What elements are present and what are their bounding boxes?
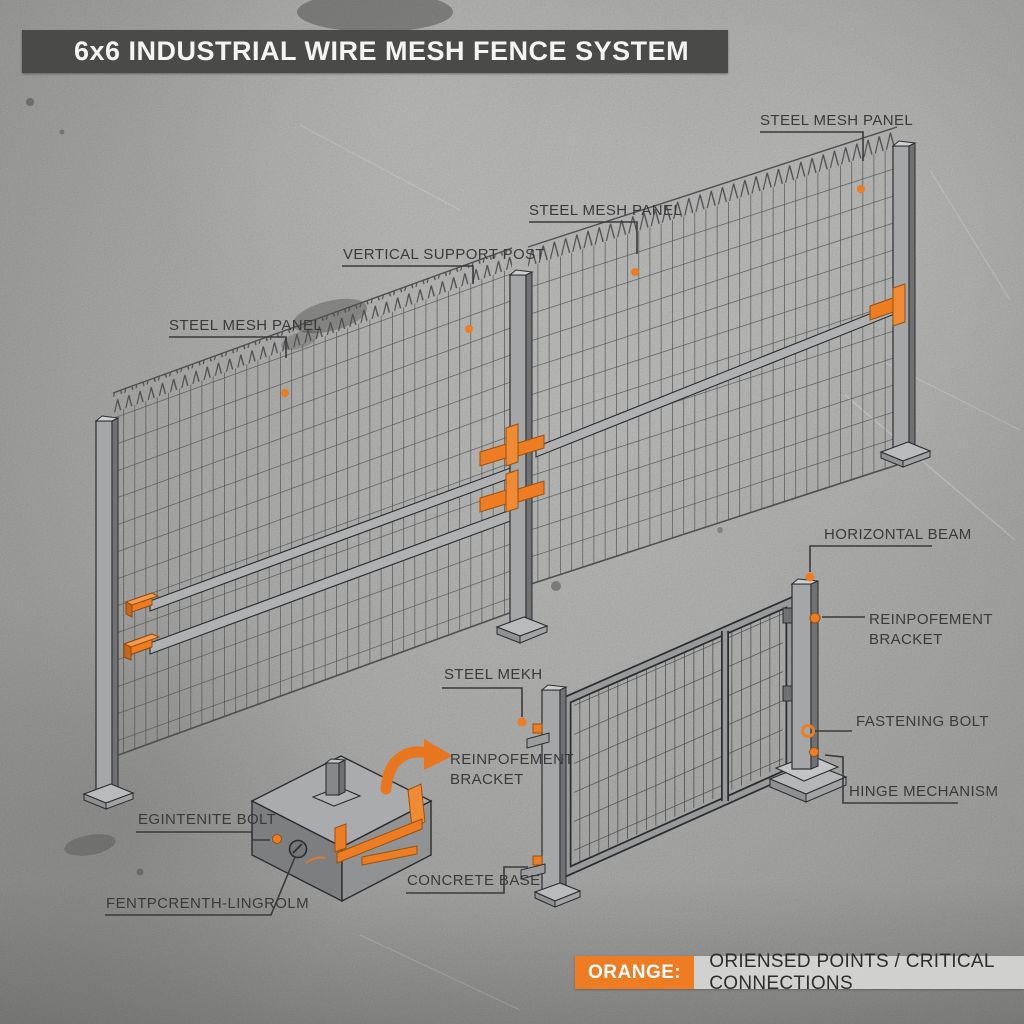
- bracket-middle-upper: [479, 423, 545, 467]
- legend-value: ORIENSED POINTS / CRITICAL CONNECTIONS: [694, 951, 1024, 994]
- label-steel-mesh-panel-mid: STEEL MESH PANEL: [529, 202, 683, 219]
- label-horizontal-beam: HORIZONTAL BEAM: [824, 526, 972, 543]
- page-title: 6x6 INDUSTRIAL WIRE MESH FENCE SYSTEM: [74, 36, 690, 66]
- legend: ORANGE: ORIENSED POINTS / CRITICAL CONNE…: [575, 951, 1024, 994]
- label-anchor-bolt: EGINTENITE BOLT: [138, 811, 277, 828]
- label-steel-mesh-panel-right: STEEL MESH PANEL: [760, 112, 914, 129]
- label-fastening-bolt: FASTENING BOLT: [856, 713, 989, 730]
- legend-key: ORANGE:: [575, 956, 695, 989]
- gate-illustration: [520, 578, 848, 908]
- mesh-panel-right: [527, 126, 898, 586]
- mesh-panel-left: [112, 247, 513, 758]
- bracket-right-post: [869, 283, 906, 327]
- fence-illustration: [82, 126, 932, 810]
- label-foundation-anchor: FENTPCRENTH-LINGROLM: [106, 895, 310, 912]
- anchor-bolt-point-icon: [272, 834, 282, 844]
- label-concrete-base: CONCRETE BASE: [407, 872, 541, 889]
- label-reinforcement-bracket-mid: REINPOFEMENT BRACKET: [450, 751, 574, 788]
- arrow-icon: [380, 739, 453, 795]
- label-steel-mesh: STEEL MEKH: [444, 666, 543, 683]
- label-vertical-support-post: VERTICAL SUPPORT POST: [343, 246, 546, 263]
- horizontal-beam-left-1: [124, 462, 525, 618]
- gate-hardware: [520, 612, 821, 880]
- label-reinforcement-bracket-right: REINPOFEMENT BRACKET: [869, 611, 993, 648]
- label-steel-mesh-panel-left: STEEL MESH PANEL: [169, 317, 323, 334]
- connection-point-icons: [281, 185, 865, 727]
- label-hinge-mechanism: HINGE MECHANISM: [849, 783, 999, 800]
- leader-lines: [105, 131, 958, 916]
- base-bracket-hardware: [334, 783, 426, 866]
- bracket-middle-lower: [479, 469, 545, 513]
- support-post-left: [82, 415, 135, 810]
- bolt-head-icon: [288, 839, 308, 859]
- gate-post-right: [768, 578, 848, 803]
- title-banner: 6x6 INDUSTRIAL WIRE MESH FENCE SYSTEM: [22, 30, 728, 73]
